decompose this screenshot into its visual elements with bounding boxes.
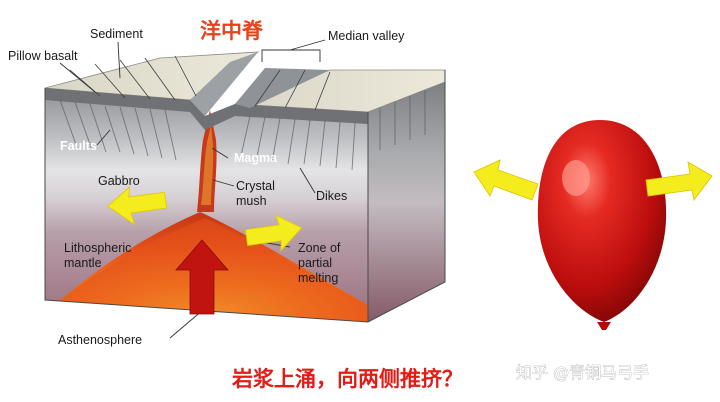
label-line: melting	[298, 271, 338, 285]
median-valley-right-wall	[235, 68, 330, 108]
balloon-body	[537, 120, 667, 322]
balloon-knot	[597, 322, 611, 330]
label-magma: Magma	[234, 151, 278, 165]
dike-lines	[59, 90, 426, 171]
label-sediment: Sediment	[90, 27, 143, 41]
balloon-highlight	[562, 160, 590, 196]
label-asthenosphere: Asthenosphere	[58, 333, 142, 347]
label-gabbro: Gabbro	[98, 174, 140, 188]
watermark: 知乎 @青铜马弓手	[516, 363, 649, 382]
label-faults: Faults	[60, 139, 97, 153]
median-valley-walls	[190, 52, 258, 116]
label-line: partial	[298, 256, 332, 270]
label-pillow-basalt: Pillow basalt	[8, 49, 78, 63]
label-line: Crystal	[236, 179, 275, 193]
block-side-face	[368, 82, 445, 322]
label-line: mantle	[64, 256, 102, 270]
diagram-title: 洋中脊	[200, 19, 264, 43]
balloon-arrow-left	[473, 159, 539, 201]
arrow-right-yellow	[244, 214, 303, 253]
label-line: Lithospheric	[64, 241, 131, 255]
label-dikes: Dikes	[316, 189, 347, 203]
balloon-illustration	[473, 120, 713, 330]
pillow-basalt-layer	[45, 88, 368, 130]
fault-lines	[69, 55, 331, 111]
crystal-mush-body	[201, 125, 214, 205]
label-line: mush	[236, 194, 267, 208]
caption: 岩浆上涌，向两侧推挤？	[231, 367, 463, 391]
arrow-up-red	[175, 239, 229, 315]
label-median-valley: Median valley	[328, 29, 405, 43]
label-line: Zone of	[298, 241, 341, 255]
balloon-arrow-right	[645, 161, 713, 201]
arrow-left-yellow	[107, 186, 168, 226]
